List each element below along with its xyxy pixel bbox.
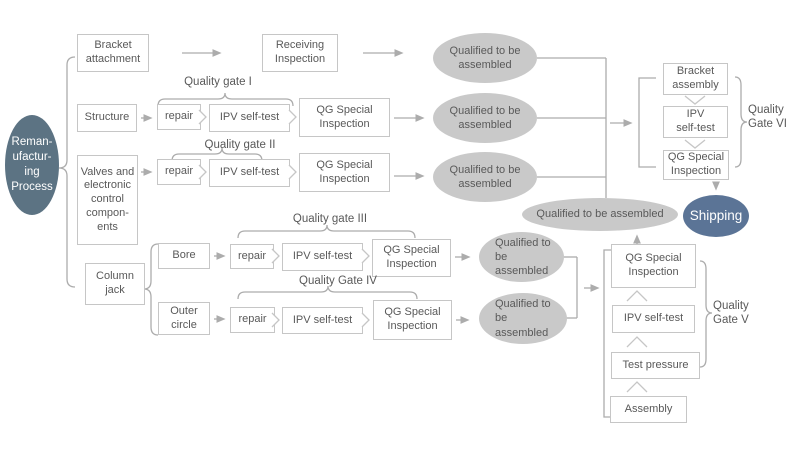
- box-valves: Valves and electronic control compon- en…: [77, 155, 138, 245]
- label-quality-gate-6: Quality Gate VI: [748, 104, 787, 130]
- chevron-up-icon: [626, 290, 648, 302]
- box-qg-inspection-gate5: QG Special Inspection: [611, 244, 696, 288]
- chevron-right-icon: [198, 109, 207, 125]
- box-ipv-structure: IPV self-test: [209, 104, 290, 132]
- box-receiving-inspection: Receiving Inspection: [262, 34, 338, 72]
- chevron-right-icon: [271, 312, 280, 328]
- box-qg-inspection-outer: QG Special Inspection: [373, 300, 452, 340]
- box-ipv-gate5: IPV self-test: [612, 305, 695, 333]
- chevron-up-icon: [626, 381, 648, 393]
- box-structure: Structure: [77, 104, 137, 132]
- box-qg-inspection-gate6: QG Special Inspection: [663, 150, 729, 180]
- box-column-jack: Column jack: [85, 263, 145, 305]
- box-repair-structure: repair: [157, 104, 201, 130]
- label-quality-gate-3: Quality gate III: [292, 213, 368, 225]
- box-assembly: Assembly: [610, 396, 687, 423]
- brace-gate5-label: [699, 260, 713, 368]
- qualified-ellipse-structure: Qualified to be assembled: [433, 93, 537, 143]
- chevron-down-icon: [684, 139, 706, 149]
- box-ipv-bore: IPV self-test: [282, 243, 363, 271]
- label-quality-gate-1: Quality gate I: [184, 76, 252, 88]
- box-test-pressure: Test pressure: [611, 352, 700, 379]
- label-quality-gate-4: Quality Gate IV: [299, 275, 377, 287]
- bracket-gate6-input: [638, 77, 656, 168]
- brace-gate1: [157, 92, 294, 107]
- chevron-right-icon: [198, 164, 207, 180]
- label-quality-gate-5: Quality Gate V: [713, 300, 749, 326]
- box-repair-outer: repair: [230, 307, 275, 333]
- chevron-right-icon: [271, 248, 280, 264]
- chevron-right-icon: [361, 312, 370, 328]
- remanufacturing-process-ellipse: Reman- ufactur- ing Process: [5, 115, 59, 215]
- shipping-ellipse: Shipping: [683, 195, 749, 237]
- qualified-ellipse-merged: Qualified to be assembled: [522, 198, 678, 231]
- box-ipv-outer: IPV self-test: [282, 307, 363, 334]
- chevron-right-icon: [288, 109, 297, 125]
- box-bore: Bore: [158, 243, 210, 269]
- box-repair-bore: repair: [230, 244, 274, 269]
- brace-process-split: [58, 56, 76, 288]
- qualified-ellipse-bracket: Qualified to be assembled: [433, 33, 537, 83]
- brace-gate3: [237, 224, 416, 239]
- chevron-down-icon: [684, 95, 706, 105]
- box-qg-inspection-valves: QG Special Inspection: [299, 153, 390, 192]
- brace-gate6-label: [734, 76, 748, 168]
- brace-gate4: [237, 285, 418, 300]
- chevron-up-icon: [626, 336, 648, 348]
- box-outer-circle: Outer circle: [158, 302, 210, 335]
- box-ipv-valves: IPV self-test: [209, 159, 290, 187]
- qualified-ellipse-valves: Qualified to be assembled: [433, 152, 537, 202]
- box-bracket-attachment: Bracket attachment: [77, 34, 149, 72]
- label-quality-gate-2: Quality gate II: [204, 139, 276, 151]
- chevron-right-icon: [361, 248, 370, 264]
- brace-gate2: [171, 147, 263, 162]
- box-qg-inspection-bore: QG Special Inspection: [372, 239, 451, 277]
- box-qg-inspection-structure: QG Special Inspection: [299, 98, 390, 137]
- chevron-right-icon: [288, 164, 297, 180]
- qualified-ellipse-outer: Qualified to be assembled: [479, 293, 567, 344]
- box-ipv-gate6: IPV self-test: [663, 106, 728, 138]
- box-bracket-assembly: Bracket assembly: [663, 63, 728, 95]
- qualified-ellipse-bore: Qualified to be assembled: [479, 232, 564, 282]
- bracket-gate5-input: [603, 249, 611, 418]
